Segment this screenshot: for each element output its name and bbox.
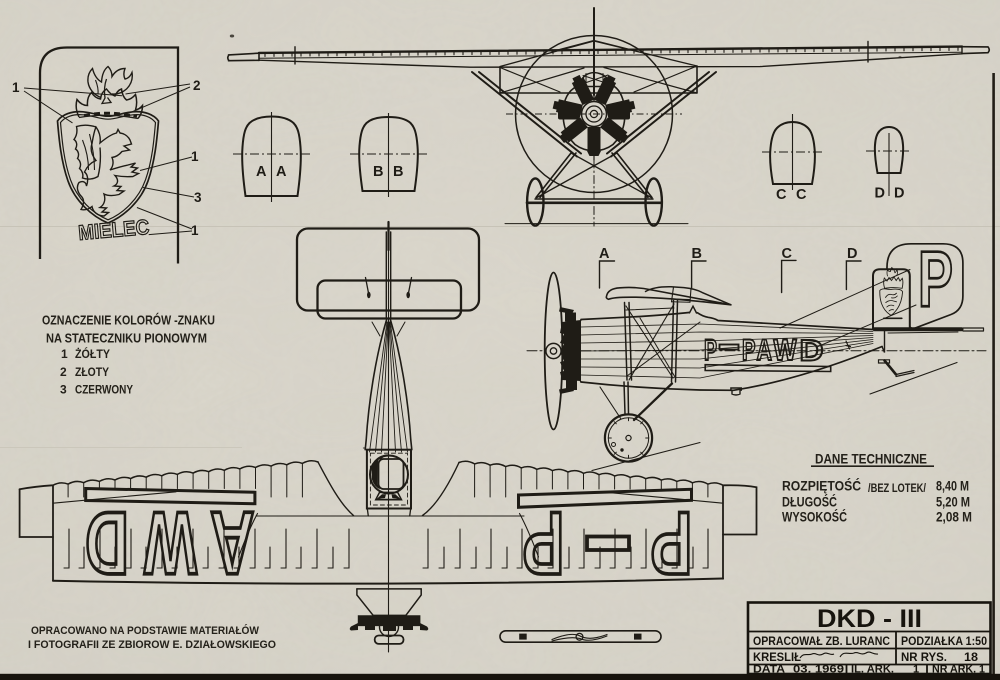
svg-text:P: P (918, 234, 953, 323)
svg-text:P: P (523, 494, 565, 594)
svg-text:1: 1 (913, 663, 919, 675)
svg-text:B: B (373, 164, 383, 180)
svg-text:OZNACZENIE KOLORÓW -ZNAKU: OZNACZENIE KOLORÓW -ZNAKU (42, 313, 215, 328)
svg-text:DKD - III: DKD - III (817, 605, 922, 633)
svg-text:A: A (256, 164, 267, 180)
svg-text:1: 1 (191, 149, 199, 164)
svg-text:D: D (85, 494, 129, 594)
svg-text:IL. ARK.: IL. ARK. (851, 663, 894, 675)
svg-text:2: 2 (60, 365, 67, 379)
svg-text:D: D (875, 186, 885, 202)
svg-text:DŁUGOŚĆ: DŁUGOŚĆ (782, 495, 837, 510)
svg-text:DANE TECHNICZNE: DANE TECHNICZNE (815, 452, 927, 467)
svg-text:DATA: DATA (753, 663, 785, 675)
svg-text:ROZPIĘTOŚĆ: ROZPIĘTOŚĆ (782, 479, 861, 494)
svg-text:D: D (847, 246, 857, 262)
svg-text:CZERWONY: CZERWONY (75, 383, 133, 397)
svg-text:3: 3 (194, 190, 202, 205)
svg-text:PODZIAŁKA 1:50: PODZIAŁKA 1:50 (901, 636, 987, 648)
svg-text:OPRACOWANO NA PODSTAWIE MAT: OPRACOWANO NA PODSTAWIE MATERIAŁÓW (31, 624, 260, 637)
svg-text:1: 1 (12, 80, 20, 95)
svg-text:8,40 M: 8,40 M (936, 479, 969, 494)
svg-text:WYSOKOŚĆ: WYSOKOŚĆ (782, 510, 847, 525)
svg-text:C: C (776, 187, 787, 203)
svg-text:B: B (393, 164, 403, 180)
svg-text:P: P (651, 494, 693, 594)
svg-text:2,08 M: 2,08 M (936, 510, 972, 525)
svg-text:5,20 M: 5,20 M (936, 495, 970, 510)
svg-text:NR ARK. 1: NR ARK. 1 (932, 663, 985, 675)
svg-text:C: C (782, 246, 793, 262)
svg-text:W: W (144, 494, 197, 594)
svg-text:/BEZ LOTEK/: /BEZ LOTEK/ (868, 481, 927, 495)
svg-text:2: 2 (193, 78, 201, 93)
svg-text:03. 1969: 03. 1969 (793, 663, 844, 675)
svg-text:NR RYS.: NR RYS. (901, 652, 947, 664)
svg-text:A: A (210, 494, 255, 594)
svg-text:B: B (692, 246, 702, 262)
svg-text:W: W (774, 334, 797, 367)
svg-text:P: P (742, 334, 756, 367)
svg-text:D: D (894, 186, 904, 202)
svg-text:1: 1 (61, 347, 68, 361)
svg-text:KRESLIŁ: KRESLIŁ (753, 652, 801, 664)
svg-text:ZŁOTY: ZŁOTY (75, 365, 109, 379)
svg-text:P: P (704, 334, 717, 367)
svg-text:NA STATECZNIKU PIONOWYM: NA STATECZNIKU PIONOWYM (46, 331, 207, 346)
svg-text:C: C (796, 187, 807, 203)
svg-text:18: 18 (964, 652, 979, 664)
svg-text:D: D (800, 335, 824, 368)
svg-text:OPRACOWAŁ ZB. LURANC: OPRACOWAŁ ZB. LURANC (753, 636, 890, 648)
svg-text:A: A (599, 246, 610, 262)
svg-text:1: 1 (191, 223, 199, 238)
svg-text:3: 3 (60, 383, 67, 397)
svg-text:A: A (276, 164, 287, 180)
svg-text:ŻÓŁTY: ŻÓŁTY (75, 346, 110, 361)
svg-text:A: A (757, 334, 773, 367)
svg-text:I FOTOGRAFII ZE ZBIOROW E.: I FOTOGRAFII ZE ZBIOROW E. DZIAŁOWSKIEGO (28, 639, 276, 651)
